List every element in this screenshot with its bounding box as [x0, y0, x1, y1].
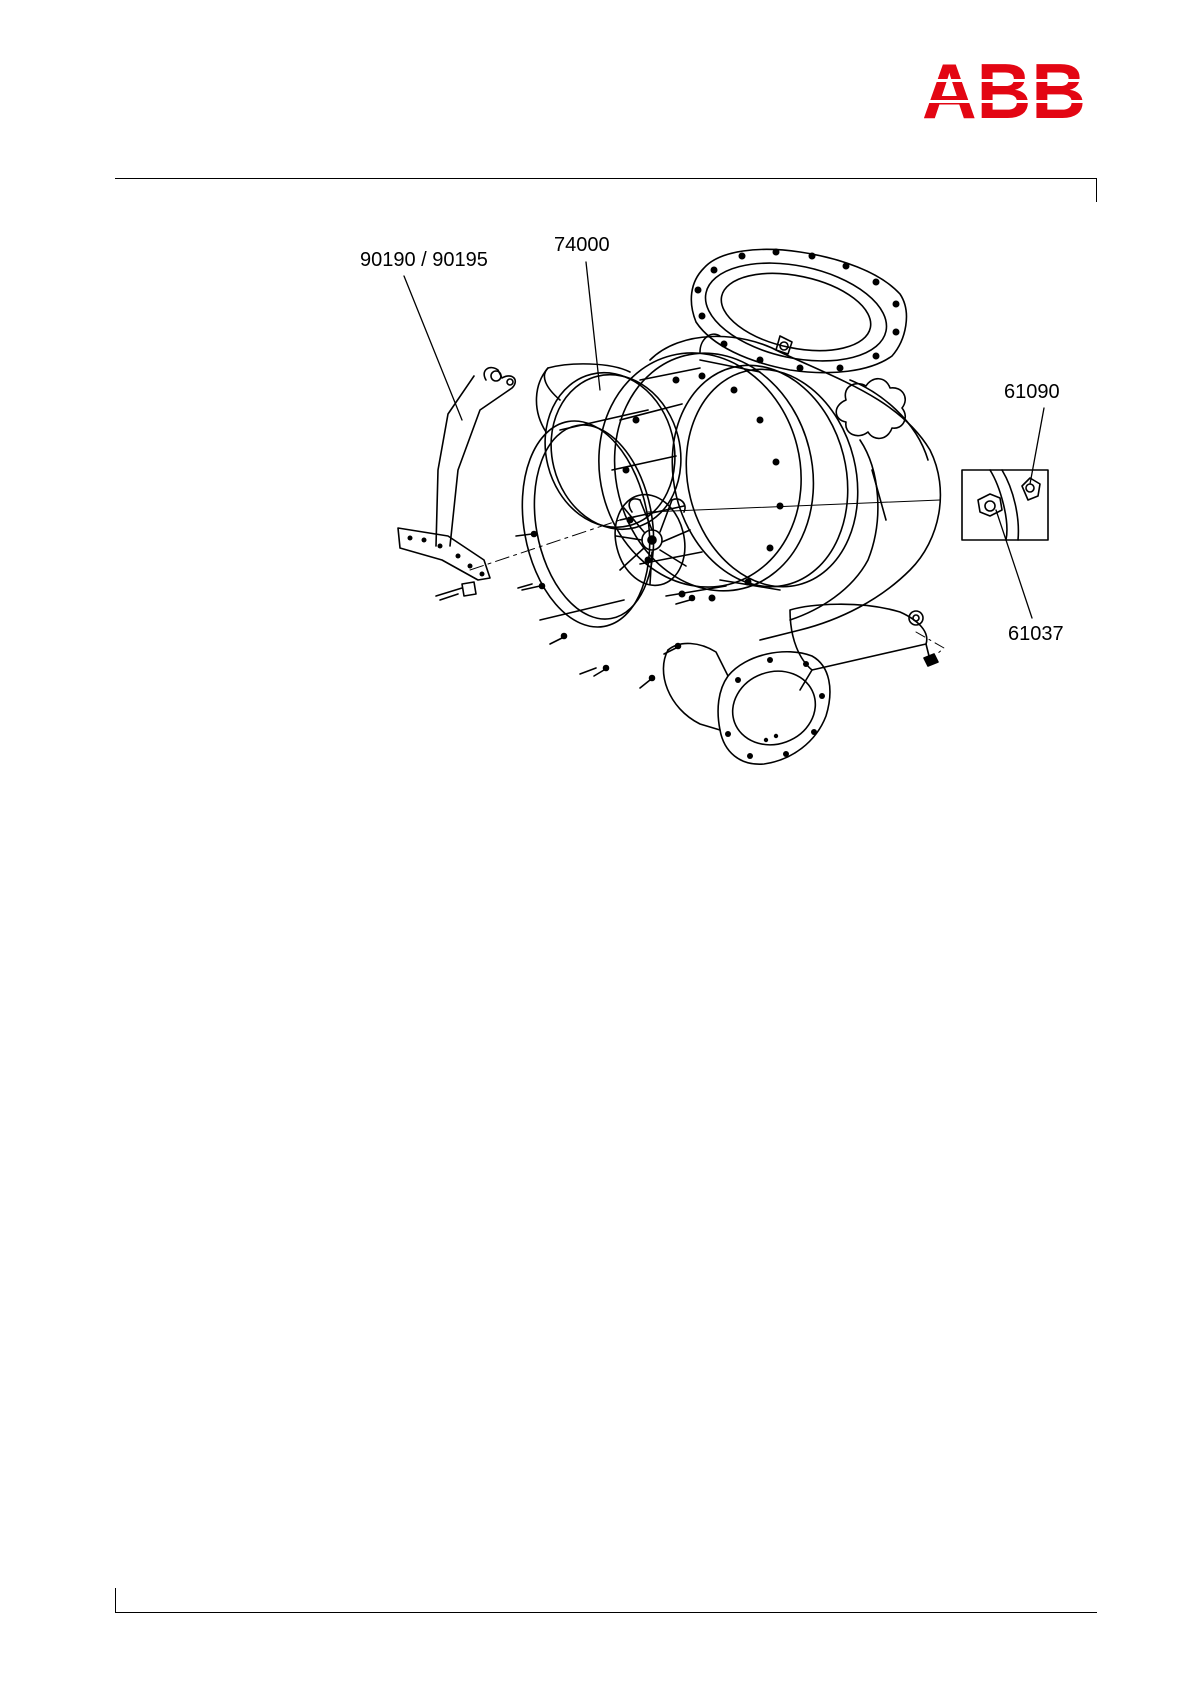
leader-61090 [1030, 408, 1044, 484]
air-inlet-ring [507, 410, 695, 688]
callout-74000: 74000 [554, 234, 610, 256]
header-rule [115, 178, 1097, 179]
leader-61037 [996, 510, 1032, 618]
casing-foot [790, 604, 944, 690]
abb-logo: ABB [924, 58, 1086, 122]
header-rule-tick [1096, 178, 1097, 202]
detail-inset-plug [962, 470, 1048, 540]
callout-61037: 61037 [1008, 623, 1064, 645]
leader-74000 [586, 262, 600, 390]
leader-90190 [404, 276, 462, 420]
callout-61090: 61090 [1004, 381, 1060, 403]
outlet-flange [663, 643, 829, 764]
footer-rule [115, 1612, 1097, 1613]
abb-logo-text: ABB [924, 58, 1086, 122]
footer-rule-tick [115, 1588, 116, 1613]
callout-90190-90195: 90190 / 90195 [360, 249, 488, 271]
diffuser-ring-74000 [529, 359, 697, 543]
inlet-flange [691, 248, 906, 376]
support-bracket-90190-90195 [398, 368, 515, 600]
turbocharger-exploded-drawing: 90190 / 90195 74000 61090 61037 [340, 220, 1100, 780]
